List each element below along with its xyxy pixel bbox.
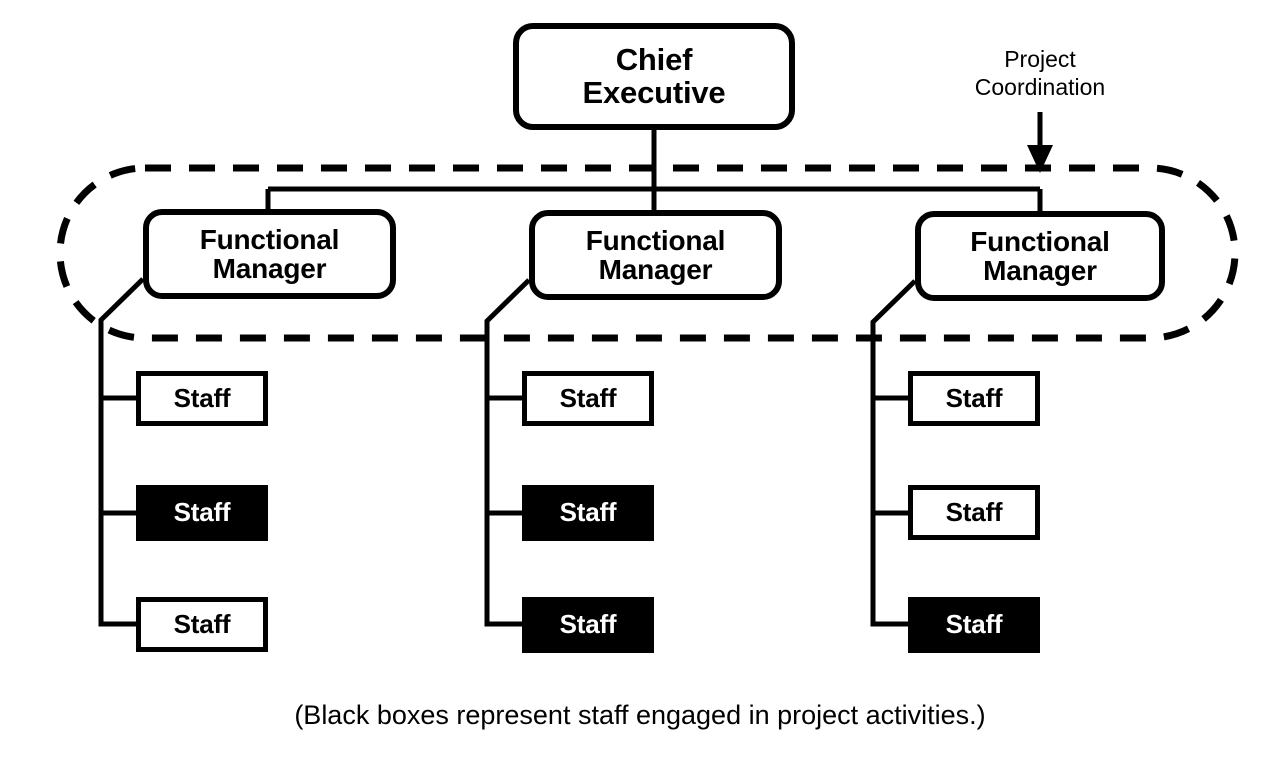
node-functional-manager-2[interactable]: Functional Manager <box>529 210 782 300</box>
node-functional-manager-1[interactable]: Functional Manager <box>143 209 396 299</box>
project-coordination-arrow-head <box>1027 145 1053 173</box>
node-chief-executive-line1: Chief <box>615 41 693 77</box>
node-staff-c2-r3[interactable]: Staff <box>522 597 654 653</box>
node-functional-manager-3[interactable]: Functional Manager <box>915 211 1165 301</box>
column-1-spine <box>98 277 145 627</box>
node-staff-c2-r2[interactable]: Staff <box>522 485 654 541</box>
node-chief-executive-label: Chief Executive <box>582 41 726 110</box>
node-staff-c3-r1[interactable]: Staff <box>908 371 1040 426</box>
node-functional-manager-1-line2: Manager <box>212 253 327 284</box>
node-functional-manager-1-label: Functional Manager <box>199 223 340 284</box>
node-staff-c3-r2-label: Staff <box>945 496 1003 527</box>
node-staff-c2-r1[interactable]: Staff <box>522 371 654 426</box>
node-chief-executive-line2: Executive <box>582 74 726 110</box>
node-staff-c2-r1-label: Staff <box>559 382 617 413</box>
node-functional-manager-3-label: Functional Manager <box>970 225 1110 286</box>
diagram-caption: (Black boxes represent staff engaged in … <box>294 700 986 730</box>
column-2-spine <box>484 278 531 627</box>
node-staff-c2-r2-label: Staff <box>559 497 617 528</box>
node-staff-c3-r2[interactable]: Staff <box>908 485 1040 540</box>
project-coordination-line1: Project <box>1004 46 1076 72</box>
node-functional-manager-1-line1: Functional <box>199 223 340 255</box>
node-staff-c1-r1[interactable]: Staff <box>136 371 268 426</box>
node-staff-c1-r1-label: Staff <box>173 382 231 413</box>
node-chief-executive[interactable]: Chief Executive <box>513 23 795 130</box>
project-coordination-annotation: Project Coordination <box>930 45 1150 101</box>
node-staff-c1-r2[interactable]: Staff <box>136 485 268 541</box>
node-functional-manager-2-label: Functional Manager <box>585 224 726 285</box>
node-staff-c3-r3[interactable]: Staff <box>908 597 1040 653</box>
column-3-spine <box>870 279 917 627</box>
node-staff-c3-r3-label: Staff <box>945 609 1003 640</box>
project-coordination-line2: Coordination <box>974 74 1106 101</box>
node-staff-c1-r3-label: Staff <box>173 608 231 639</box>
node-staff-c3-r1-label: Staff <box>945 382 1003 413</box>
node-staff-c2-r3-label: Staff <box>559 609 617 640</box>
node-functional-manager-3-line1: Functional <box>970 225 1110 257</box>
node-staff-c1-r2-label: Staff <box>173 497 231 528</box>
node-functional-manager-2-line1: Functional <box>585 224 726 256</box>
node-staff-c1-r3[interactable]: Staff <box>136 597 268 652</box>
node-functional-manager-2-line2: Manager <box>598 254 713 285</box>
node-functional-manager-3-line2: Manager <box>983 255 1097 286</box>
